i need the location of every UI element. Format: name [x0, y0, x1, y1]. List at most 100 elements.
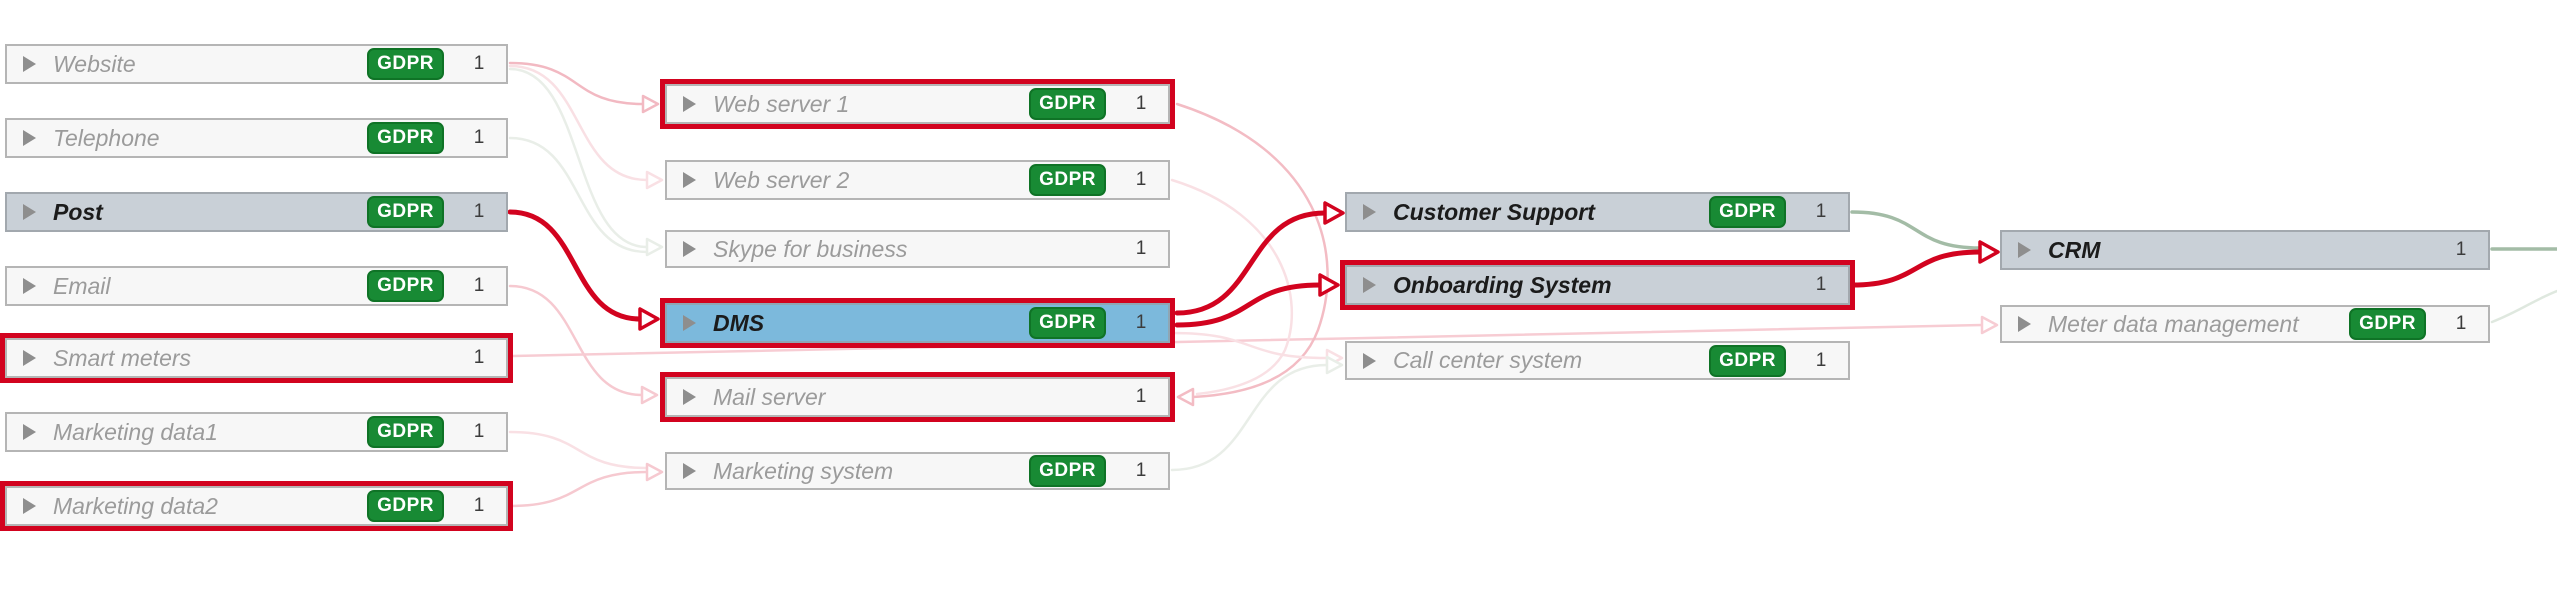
edge-web-server-2-to-mail-server	[1170, 178, 1294, 396]
expand-arrow-icon[interactable]	[23, 130, 36, 146]
expand-arrow-icon[interactable]	[683, 315, 696, 331]
gdpr-badge: GDPR	[367, 122, 444, 154]
gdpr-badge: GDPR	[1029, 307, 1106, 339]
edge-website-to-skype	[508, 67, 649, 249]
node-label: Email	[53, 272, 111, 299]
node-web-server-2[interactable]: Web server 2 GDPR 1	[665, 160, 1170, 200]
edge-website-to-web-server-1	[508, 61, 645, 106]
node-dms[interactable]: DMS GDPR 1	[665, 303, 1170, 343]
node-label: Website	[53, 50, 136, 77]
node-label: Customer Support	[1393, 198, 1595, 225]
node-marketing-data1[interactable]: Marketing data1 GDPR 1	[5, 412, 508, 452]
edge-customer-support-to-crm	[1850, 210, 1982, 250]
node-customer-support[interactable]: Customer Support GDPR 1	[1345, 192, 1850, 232]
gdpr-badge: GDPR	[1709, 196, 1786, 228]
expand-arrow-icon[interactable]	[23, 204, 36, 220]
node-label: Web server 1	[713, 90, 850, 117]
expand-arrow-icon[interactable]	[23, 424, 36, 440]
arrowhead-dms-to-call-center	[1325, 348, 1344, 368]
expand-arrow-icon[interactable]	[23, 56, 36, 72]
node-mail-server[interactable]: Mail server 1	[665, 377, 1170, 417]
node-count: 1	[1135, 386, 1147, 407]
expand-arrow-icon[interactable]	[683, 241, 696, 257]
gdpr-badge: GDPR	[367, 196, 444, 228]
node-label: Marketing data1	[53, 418, 218, 445]
expand-arrow-icon[interactable]	[2018, 316, 2031, 332]
node-label: Mail server	[713, 383, 826, 410]
expand-arrow-icon[interactable]	[1363, 277, 1376, 293]
gdpr-badge: GDPR	[367, 270, 444, 302]
node-count: 1	[1135, 460, 1147, 481]
node-email[interactable]: Email GDPR 1	[5, 266, 508, 306]
node-count: 1	[473, 421, 485, 442]
node-marketing-data2[interactable]: Marketing data2 GDPR 1	[5, 486, 508, 526]
expand-arrow-icon[interactable]	[23, 498, 36, 514]
node-count: 1	[473, 127, 485, 148]
edge-onboarding-system-to-crm	[1849, 249, 1983, 288]
edge-dms-to-customer-support	[1174, 210, 1328, 316]
node-label: Web server 2	[713, 166, 850, 193]
edge-email-to-mail-server	[508, 284, 644, 397]
node-count: 1	[1135, 169, 1147, 190]
node-label: DMS	[713, 309, 765, 336]
edge-marketing-system-to-call-center	[1170, 363, 1329, 472]
expand-arrow-icon[interactable]	[683, 463, 696, 479]
edge-telephone-to-skype	[508, 136, 649, 254]
node-telephone[interactable]: Telephone GDPR 1	[5, 118, 508, 158]
node-label: Meter data management	[2048, 310, 2299, 337]
edge-marketing-data2-to-marketing-system	[508, 470, 649, 508]
expand-arrow-icon[interactable]	[683, 96, 696, 112]
node-label: Smart meters	[53, 344, 192, 371]
arrowhead-web-server-1-to-mail-server	[1176, 387, 1195, 407]
node-smart-meters[interactable]: Smart meters 1	[5, 338, 508, 378]
arrowhead-website-to-skype	[645, 237, 664, 257]
expand-arrow-icon[interactable]	[683, 172, 696, 188]
node-count: 1	[1815, 274, 1827, 295]
expand-arrow-icon[interactable]	[2018, 242, 2031, 258]
expand-arrow-icon[interactable]	[1363, 352, 1376, 369]
arrowhead-website-to-web-server-2	[645, 170, 664, 190]
edge-post-to-dms	[507, 209, 643, 322]
expand-arrow-icon[interactable]	[1363, 204, 1376, 220]
node-label: Onboarding System	[1393, 271, 1612, 298]
gdpr-badge: GDPR	[367, 490, 444, 522]
edge-web-server-1-to-mail-server	[1175, 102, 1329, 399]
node-count: 1	[473, 495, 485, 516]
arrowhead-onboarding-system-to-crm	[1978, 240, 2000, 264]
node-count: 1	[473, 275, 485, 296]
node-count: 1	[473, 347, 485, 368]
gdpr-badge: GDPR	[2349, 308, 2426, 340]
gdpr-badge: GDPR	[367, 48, 444, 80]
arrowhead-marketing-system-to-call-center	[1325, 355, 1344, 375]
node-label: Telephone	[53, 124, 160, 151]
arrowhead-post-to-dms	[638, 307, 660, 331]
node-label: Marketing data2	[53, 492, 218, 519]
expand-arrow-icon[interactable]	[23, 350, 36, 366]
gdpr-badge: GDPR	[1029, 455, 1106, 487]
node-count: 1	[2455, 239, 2467, 260]
edge-marketing-data1-to-marketing-system	[508, 430, 649, 470]
gdpr-badge: GDPR	[1029, 164, 1106, 196]
node-count: 1	[1815, 201, 1827, 222]
arrowhead-dms-to-onboarding-system	[1318, 273, 1340, 297]
gdpr-badge: GDPR	[367, 416, 444, 448]
arrowhead-smart-meters-to-meter-data	[1980, 315, 1999, 335]
arrowhead-dms-to-customer-support	[1323, 201, 1345, 225]
arrowhead-email-to-mail-server	[640, 385, 659, 405]
gdpr-badge: GDPR	[1029, 88, 1106, 120]
node-onboarding-system[interactable]: Onboarding System 1	[1345, 265, 1850, 305]
node-label: Call center system	[1393, 347, 1583, 373]
expand-arrow-icon[interactable]	[23, 278, 36, 294]
node-label: Post	[53, 198, 103, 225]
node-count: 1	[1135, 312, 1147, 333]
expand-arrow-icon[interactable]	[683, 389, 696, 405]
